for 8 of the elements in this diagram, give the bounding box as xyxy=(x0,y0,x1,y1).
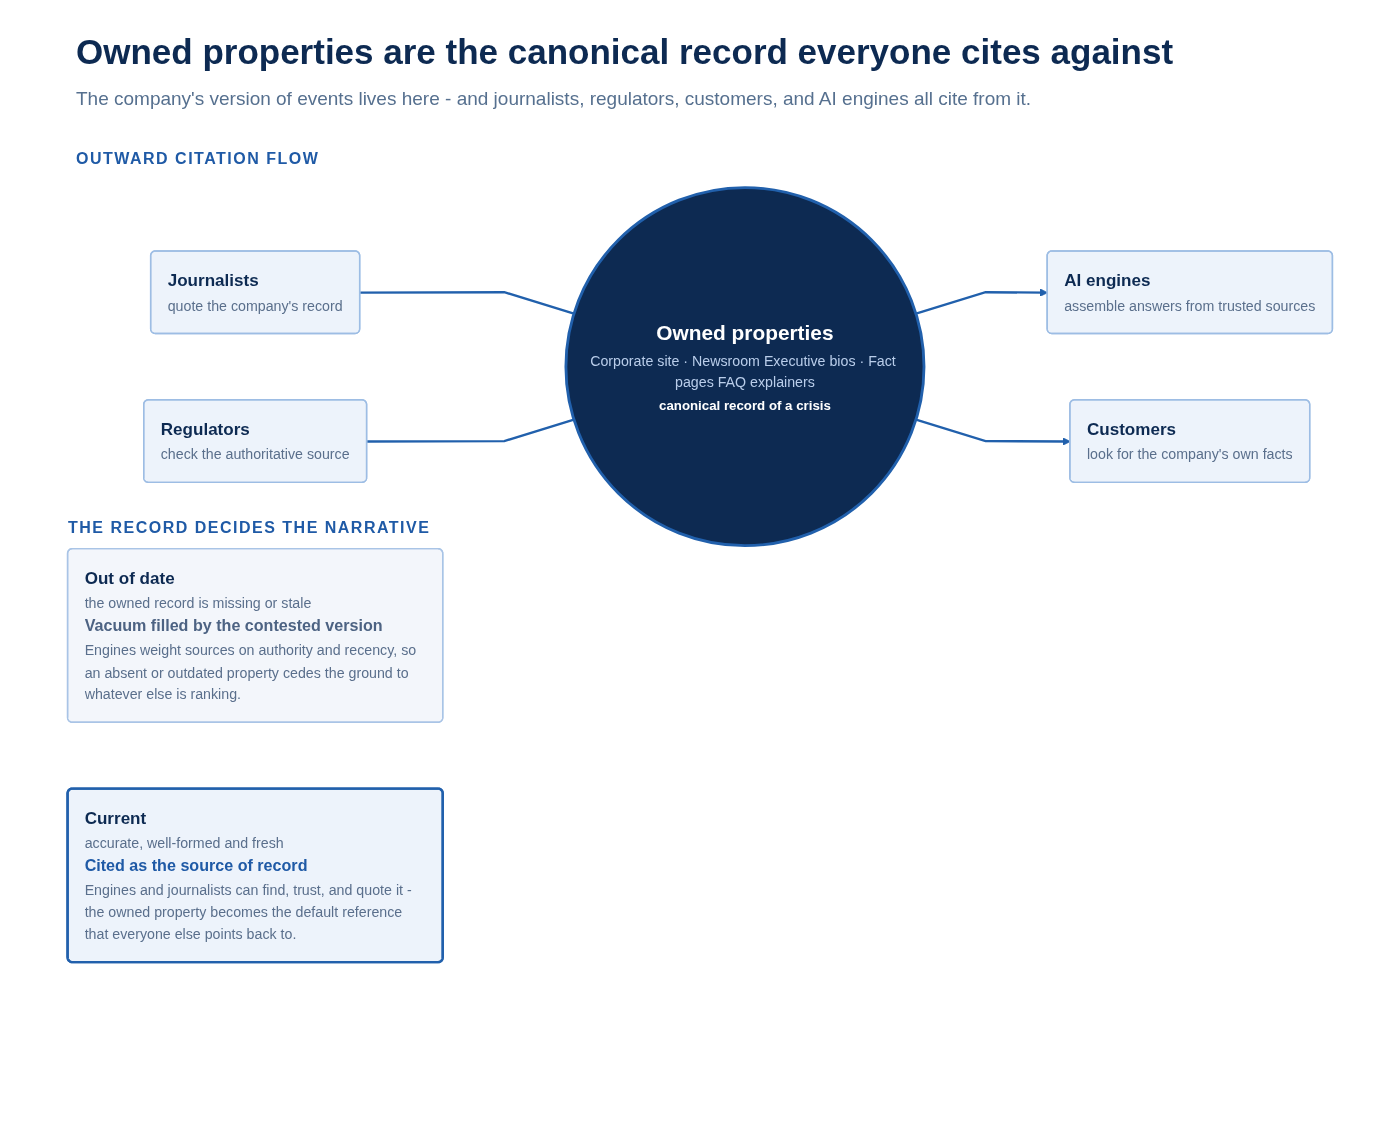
node-circle: Owned properties Corporate site · Newsroom Executive bios · Fact pages FAQ explainers canonical record of a crisis xyxy=(564,186,926,548)
connector xyxy=(367,418,575,443)
title: Owned properties are the canonical record everyone cites against xyxy=(76,32,1174,72)
subtitle: The company's version of events lives here - and journalists, regulators, customers, and AI engines all cite from it. xyxy=(76,88,1032,110)
section-heading: THE RECORD DECIDES THE NARRATIVE xyxy=(68,519,431,537)
arrow xyxy=(915,288,1048,315)
connector xyxy=(360,291,575,315)
section-heading: OUTWARD CITATION FLOW xyxy=(76,150,320,168)
